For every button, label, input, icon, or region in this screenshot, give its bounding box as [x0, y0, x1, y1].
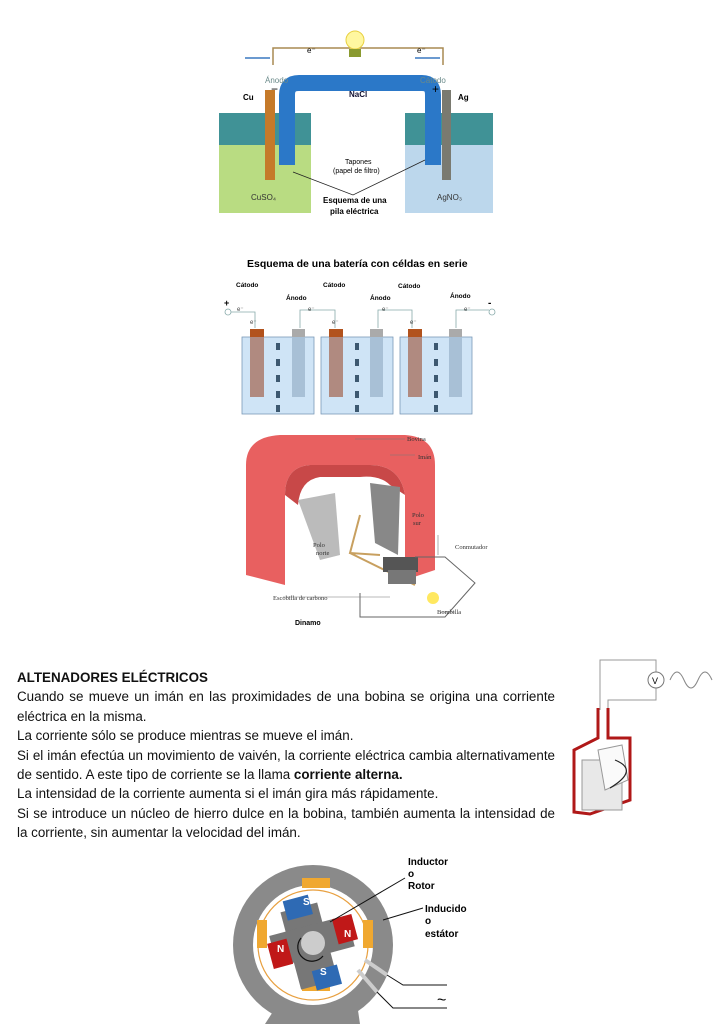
induced-label: o [425, 916, 431, 927]
rotor-label: Rotor [408, 881, 435, 892]
commutator-label: Conmutador [455, 544, 488, 551]
plugs-label: (papel de filtro) [333, 168, 380, 175]
anode-label: Ánodo [265, 76, 289, 85]
minus-terminal: - [488, 298, 491, 309]
cathode-label: Cátodo [236, 282, 258, 289]
plugs-label: Tapones [345, 159, 372, 166]
ac-symbol: ~ [437, 992, 446, 1009]
electron-label: e⁻ [382, 307, 389, 313]
agno3-label: AgNO₃ [437, 193, 462, 202]
inductor-label: Inductor [408, 857, 448, 868]
anode-label: Ánodo [450, 291, 471, 300]
north-pole-label: norte [316, 550, 329, 557]
induced-label: Inducido [425, 904, 467, 915]
paragraph: Si se introduce un núcleo de hierro dulc… [17, 805, 555, 841]
electron-label: e⁻ [417, 46, 426, 55]
paragraph: Si el imán efectúa un movimiento de vaiv… [17, 746, 555, 785]
paragraph-text: Si el imán efectúa un movimiento de vaiv… [17, 747, 555, 783]
coil-label: Bovina [407, 436, 426, 443]
cuso4-label: CuSO₄ [251, 193, 276, 202]
section-title: ALTENADORES ELÉCTRICOS [17, 670, 208, 685]
north-pole-label: Polo [313, 542, 325, 549]
paragraph: Cuando se mueve un imán en las proximida… [17, 689, 555, 724]
cathode-label: Cátodo [398, 283, 420, 290]
electron-label: e⁻ [410, 320, 417, 326]
anode-label: Ánodo [286, 293, 307, 302]
series-battery-diagram: Esquema de una batería con céldas en ser… [224, 258, 496, 415]
paragraph: La corriente sólo se produce mientras se… [17, 728, 354, 744]
magnet-label: Imán [418, 454, 432, 461]
pole-n: N [344, 929, 351, 940]
bridge-label: NaCl [349, 90, 367, 99]
pole-s: S [320, 967, 327, 978]
brush-label: Escobilla de carbono [273, 595, 328, 602]
pole-n: N [277, 944, 284, 955]
electron-label: e⁻ [308, 307, 315, 313]
electron-label: e⁻ [307, 46, 316, 55]
electron-label: e⁻ [464, 307, 471, 313]
pole-s: S [303, 897, 310, 908]
galvanic-cell-diagram: e⁻ e⁻ Ánodo Cátodo − + Cu Ag NaCl Tapone… [219, 30, 493, 216]
alternator-cross-section: S S N N Inductor o Rotor Inducido o está… [233, 857, 467, 1024]
plus-sign: + [432, 82, 439, 96]
dynamo-diagram: Bovina Imán Polo sur Polo norte Conmutad… [246, 435, 488, 627]
voltmeter-label: V [652, 676, 658, 686]
minus-sign: − [271, 82, 278, 96]
label-group: e⁻ e⁻ Ánodo Cátodo − + Cu Ag NaCl Tapone… [243, 46, 469, 216]
cu-label: Cu [243, 93, 254, 102]
south-pole-label: Polo [412, 512, 424, 519]
electron-label: e⁻ [332, 320, 339, 326]
cathode-label: Cátodo [323, 282, 345, 289]
caption: pila eléctrica [330, 207, 379, 216]
bulb-label: Bombilla [437, 609, 461, 616]
electron-label: e⁻ [250, 320, 257, 326]
bold-term: corriente alterna. [293, 767, 403, 783]
alternators-section: ALTENADORES ELÉCTRICOS Cuando se mueve u… [17, 668, 555, 843]
caption: Dinamo [295, 620, 321, 627]
caption: Esquema de una [323, 196, 387, 205]
paragraph: La intensidad de la corriente aumenta si… [17, 786, 439, 802]
electron-label: e⁻ [237, 307, 244, 313]
anode-label: Ánodo [370, 293, 391, 302]
figure-title: Esquema de una batería con céldas en ser… [247, 258, 468, 270]
coil-voltmeter-diagram: V [572, 659, 713, 816]
ag-label: Ag [458, 93, 469, 102]
plus-terminal: + [224, 298, 229, 308]
inductor-label: o [408, 869, 414, 880]
stator-label: estátor [425, 929, 458, 940]
south-pole-label: sur [413, 520, 422, 527]
cathode-label: Cátodo [420, 76, 446, 85]
